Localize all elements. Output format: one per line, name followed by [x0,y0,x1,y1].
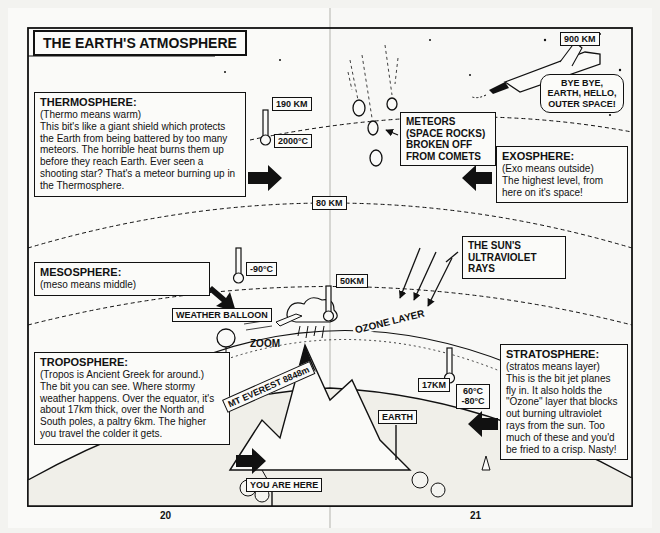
page-number: 21 [470,510,481,521]
altitude-tag: 80 KM [312,196,347,210]
meteors [348,45,398,166]
temperature-tag: 60°C -80°C [456,384,490,409]
node-text: This bit's like a giant shield which pro… [40,121,240,192]
node-text: 900 KM [564,34,596,44]
weather-balloon [217,329,235,347]
altitude-tag: 900 KM [560,32,600,46]
node-text: (Exo means outside) [502,163,622,175]
altitude-tag: 190 KM [272,97,312,111]
node-text: METEORS (SPACE ROCKS) BROKEN OFF FROM CO… [406,116,490,162]
uv-callout: THE SUN'S ULTRAVIOLET RAYS [462,236,566,279]
node-text: 190 KM [276,99,308,109]
node-text: BYE BYE, EARTH, HELLO, OUTER SPACE! [547,78,617,109]
page-title: THE EARTH'S ATMOSPHERE [33,30,247,56]
layer-heading: THERMOSPHERE: [40,96,240,109]
layer-box: THERMOSPHERE:(Thermo means warm)This bit… [34,92,246,197]
node-text: WEATHER BALLOON [176,310,268,320]
node-text: 17KM [422,380,446,390]
node-text: (Tropos is Ancient Greek for around.) [40,369,224,381]
node-text: The bit you can see. Where stormy weathe… [40,381,224,440]
node-text: THE SUN'S ULTRAVIOLET RAYS [468,240,560,275]
altitude-tag: 17KM [418,378,450,392]
speech-bubble: BYE BYE, EARTH, HELLO, OUTER SPACE! [540,74,624,113]
layer-heading: STRATOSPHERE: [506,348,622,361]
earth-sign: EARTH [378,410,417,424]
meteor-callout: METEORS (SPACE ROCKS) BROKEN OFF FROM CO… [400,112,496,166]
node-text: The highest level, from here on it's spa… [502,175,622,199]
node-text: EARTH [382,412,413,422]
node-text: (Thermo means warm) [40,109,240,121]
meteor-pointer [386,130,398,135]
object-tag: WEATHER BALLOON [172,308,272,322]
page-number: 20 [160,510,171,521]
you-are-here-sign: YOU ARE HERE [246,478,322,492]
layer-heading: TROPOSPHERE: [40,356,224,369]
layer-box: TROPOSPHERE:(Tropos is Ancient Greek for… [34,352,230,445]
node-text: (meso means middle) [40,279,204,291]
uv-rays [400,248,458,306]
layer-box: MESOSPHERE:(meso means middle) [34,262,210,296]
sign-post [395,425,396,460]
temperature-tag: -90°C [246,262,277,276]
mountains [230,345,410,470]
node-text: 80 KM [316,198,343,208]
node-text: 2000°C [278,136,308,146]
rain [298,326,324,338]
temperature-tag: 2000°C [274,134,312,148]
node-text: (stratos means layer) [506,361,622,373]
node-text: This is the bit jet planes fly in. It al… [506,373,622,456]
node-text: 50KM [340,276,364,286]
panel-frame [28,28,632,506]
node-text: YOU ARE HERE [250,480,318,490]
sound-effect: ZOOM [250,338,280,349]
trees [240,472,445,502]
jet-plane [276,314,302,326]
node-text: -90°C [250,264,273,274]
node-text: 60°C -80°C [460,386,486,407]
layer-box: EXOSPHERE:(Exo means outside)The highest… [496,146,628,203]
layer-heading: EXOSPHERE: [502,150,622,163]
layer-heading: MESOSPHERE: [40,266,204,279]
sign-post [271,492,272,506]
layer-box: STRATOSPHERE:(stratos means layer)This i… [500,344,628,460]
rocket [482,456,490,470]
altitude-tag: 50KM [336,274,368,288]
